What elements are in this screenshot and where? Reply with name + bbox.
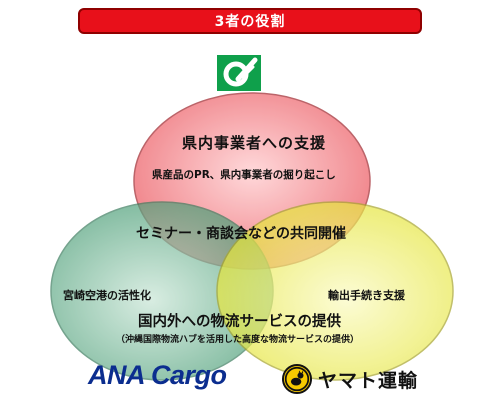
logistics-service-detail: （沖縄国際物流ハブを活用した高度な物流サービスの提供） [116, 335, 360, 345]
prefecture-support-heading: 県内事業者への支援 [182, 134, 327, 152]
circle-yamato [216, 201, 454, 381]
black-cat-icon [282, 364, 312, 394]
page-title: 3者の役割 [214, 14, 286, 30]
prefecture-support-detail: 県産品のPR、県内事業者の掘り起こし [152, 169, 336, 181]
yamato-role-label: 輸出手続き支援 [328, 289, 405, 302]
title-banner: 3者の役割 [78, 8, 422, 34]
joint-seminar-label: セミナー・商談会などの共同開催 [136, 226, 346, 242]
ana-cargo-logo: ANA Cargo [88, 360, 227, 390]
yamato-logo: ヤマト運輸 [282, 363, 418, 395]
prefecture-emblem-icon [217, 55, 261, 91]
logistics-service-heading: 国内外への物流サービスの提供 [138, 314, 341, 330]
ana-role-label: 宮崎空港の活性化 [63, 289, 151, 302]
yamato-logo-text: ヤマト運輸 [318, 369, 419, 392]
